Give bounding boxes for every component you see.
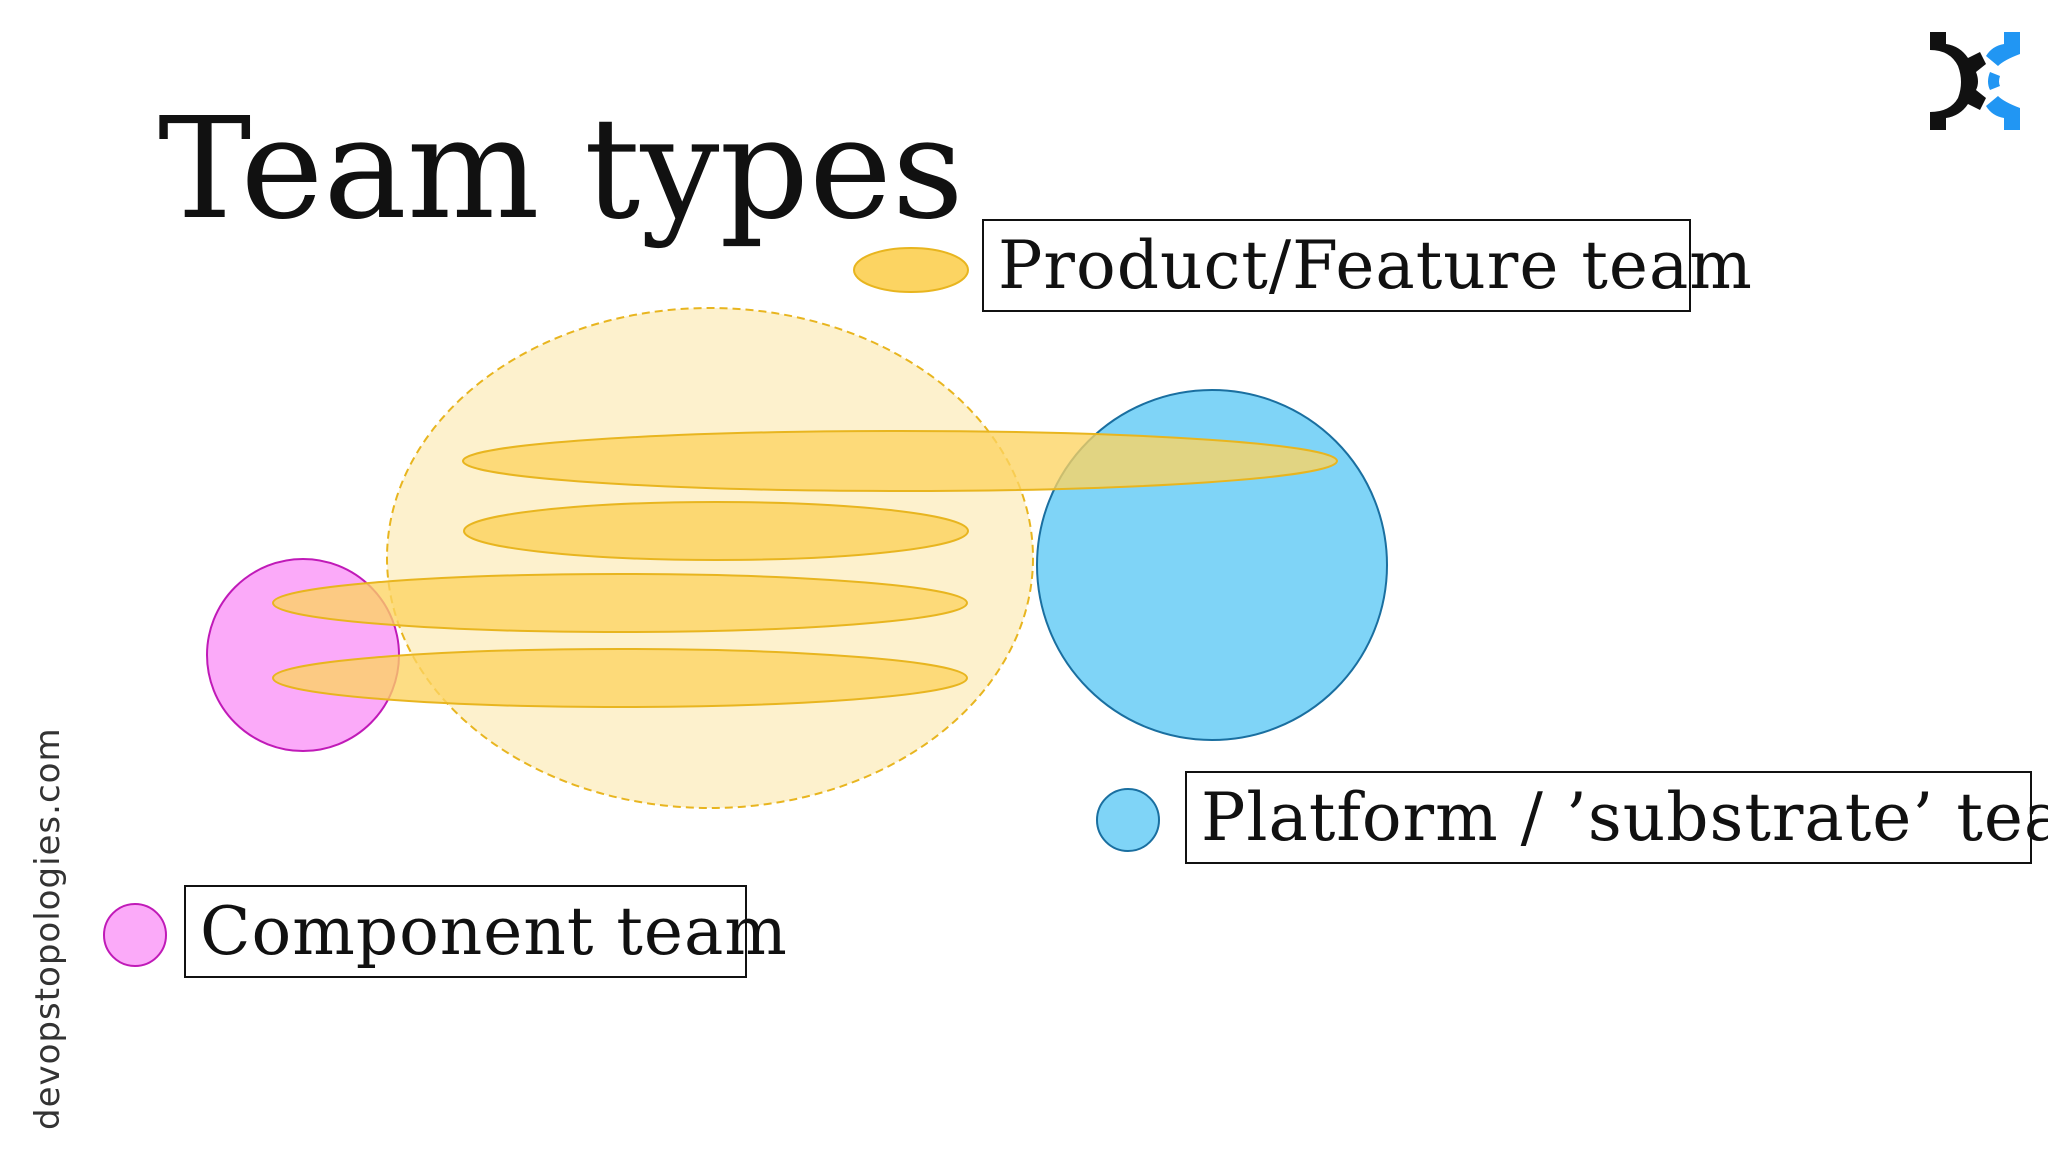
product-team-label: Product/Feature team [982, 219, 1752, 312]
logo-left-gear-half [1930, 32, 1986, 130]
platform-team-label-text: Platform / ’substrate’ team [1201, 778, 2048, 856]
product-team-ellipse-1 [462, 430, 1338, 492]
logo-right-gear-half [1986, 32, 2020, 130]
product-team-ellipse-3 [272, 573, 968, 633]
gear-logo-icon [1930, 32, 2020, 130]
platform-legend-swatch [1096, 788, 1160, 852]
product-team-ellipse-2 [463, 501, 969, 561]
product-legend-swatch [853, 247, 969, 293]
product-team-label-text: Product/Feature team [998, 226, 1753, 304]
component-team-label-text: Component team [200, 892, 788, 970]
component-team-label: Component team [184, 885, 787, 978]
platform-team-label: Platform / ’substrate’ team [1185, 771, 2048, 864]
product-team-ellipse-4 [272, 648, 968, 708]
page-title: Team types [158, 88, 964, 251]
component-legend-swatch [103, 903, 167, 967]
